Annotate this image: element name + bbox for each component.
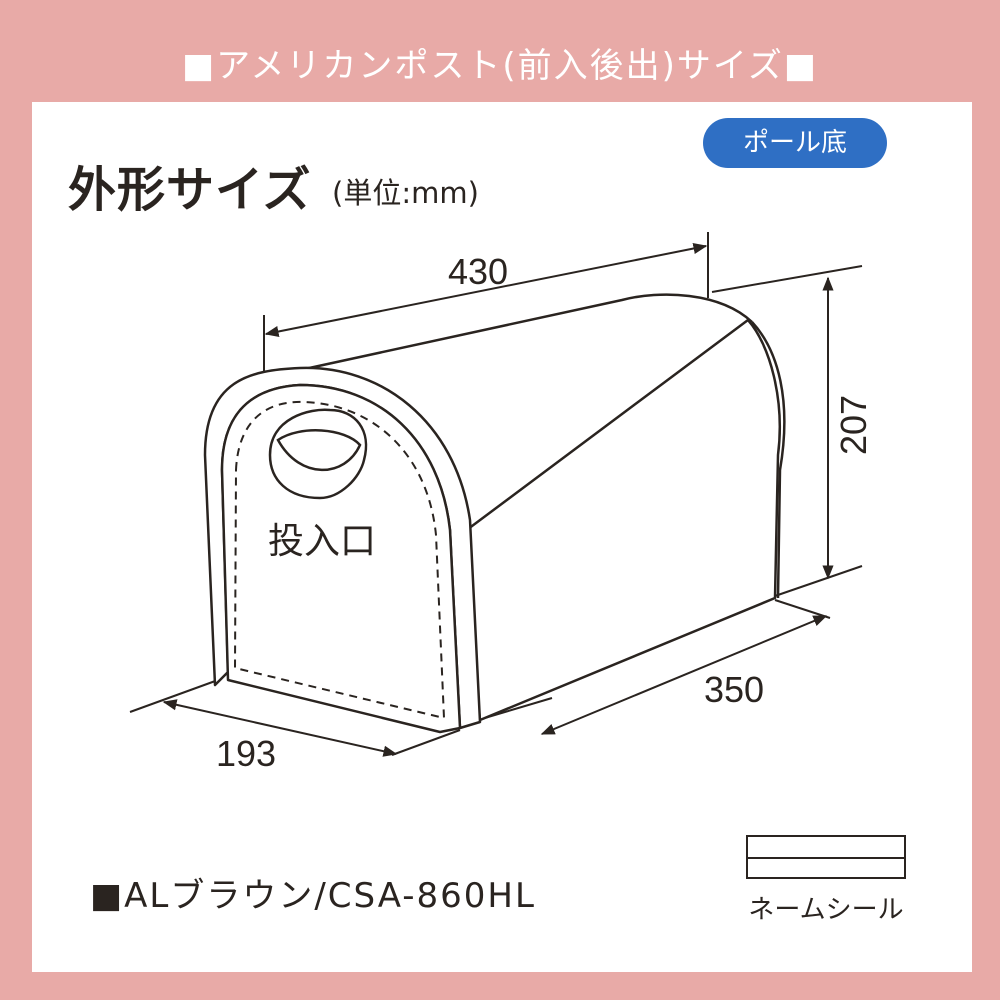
height-value: 207 xyxy=(833,395,874,455)
slot-label: 投入口 xyxy=(268,521,376,562)
mailbox-top-edge xyxy=(299,293,753,372)
length-value: 430 xyxy=(448,251,508,292)
width-extension-right xyxy=(391,729,461,756)
slot-handle xyxy=(268,408,368,500)
name-seal-label: ネームシール xyxy=(748,895,903,925)
depth-value: 350 xyxy=(704,669,764,710)
width-value: 193 xyxy=(216,733,276,774)
depth-extension-right xyxy=(774,599,831,619)
length-dimension-line xyxy=(264,242,708,338)
model-label: ■ALブラウン/CSA-860HL xyxy=(90,876,536,916)
pole-bottom-badge: ポール底 xyxy=(703,118,887,168)
height-extension-bottom xyxy=(774,565,863,597)
header-title: ■アメリカンポスト(前入後出)サイズ■ xyxy=(181,46,819,86)
outline-size-title: 外形サイズ xyxy=(68,162,312,218)
width-dimension-line xyxy=(162,699,398,757)
rear-rim-edge xyxy=(751,321,786,599)
name-seal-icon xyxy=(746,835,906,879)
mailbox-side-panel xyxy=(458,318,781,722)
mailbox-body xyxy=(203,293,786,734)
depth-dimension-line xyxy=(540,615,828,735)
door-dashed-outline xyxy=(233,400,446,720)
mailbox-top-surface xyxy=(292,295,748,520)
content-panel: 外形サイズ (単位:mm) ポール底 ■ALブラウン/CSA-860HL xyxy=(32,102,972,972)
unit-note: (単位:mm) xyxy=(332,176,479,210)
width-extension-left xyxy=(129,679,219,713)
height-extension-top xyxy=(711,265,863,293)
